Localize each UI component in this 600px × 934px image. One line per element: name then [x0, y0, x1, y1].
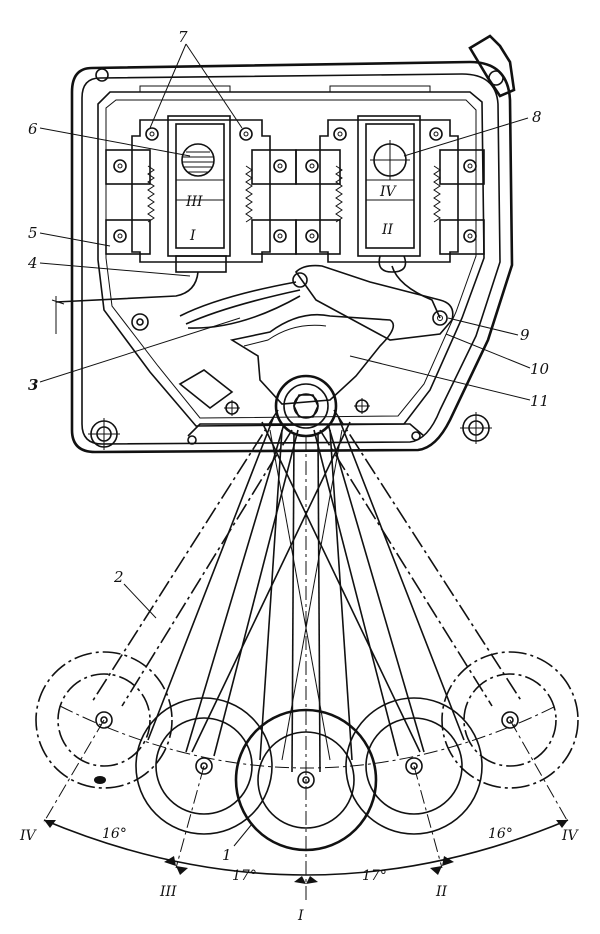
coil-mark-right-top: IV [379, 184, 398, 200]
position-left: III [159, 884, 177, 900]
label-9: 9 [520, 326, 530, 344]
right-switch-block [295, 115, 485, 273]
label-1: 1 [222, 846, 232, 864]
angle-inner-right: 17° [362, 868, 387, 884]
pendulum-rods [91, 409, 523, 773]
coil-mark-left-bottom: I [189, 228, 196, 244]
position-far-right: IV [561, 828, 580, 844]
part-labels: 7 6 8 5 4 3 9 10 11 2 1 [27, 28, 550, 864]
housing [70, 34, 516, 454]
angle-labels: 16° 17° 17° 16° [102, 826, 513, 884]
label-7: 7 [178, 28, 188, 46]
position-marks: IV III I II IV [19, 828, 580, 924]
coil-marks: III I IV II [185, 184, 398, 244]
label-8: 8 [532, 108, 542, 126]
label-3: 3 [28, 376, 38, 394]
angle-inner-left: 17° [232, 868, 257, 884]
left-switch-block [105, 115, 297, 273]
angle-indicators [43, 436, 569, 900]
coil-mark-right-bottom: II [381, 222, 394, 238]
pendulum-weights [35, 651, 579, 852]
label-10: 10 [530, 360, 550, 378]
label-2: 2 [113, 568, 124, 586]
lever-assembly [51, 264, 454, 438]
angle-outer-left: 16° [102, 826, 127, 842]
angle-outer-right: 16° [488, 826, 513, 842]
position-right: II [435, 884, 448, 900]
leader-lines [39, 43, 531, 847]
position-far-left: IV [19, 828, 38, 844]
coil-mark-left-top: III [185, 194, 203, 210]
label-11: 11 [530, 392, 549, 410]
position-center: I [297, 908, 304, 924]
label-6: 6 [28, 120, 38, 138]
label-4: 4 [27, 254, 38, 272]
label-5: 5 [28, 224, 38, 242]
